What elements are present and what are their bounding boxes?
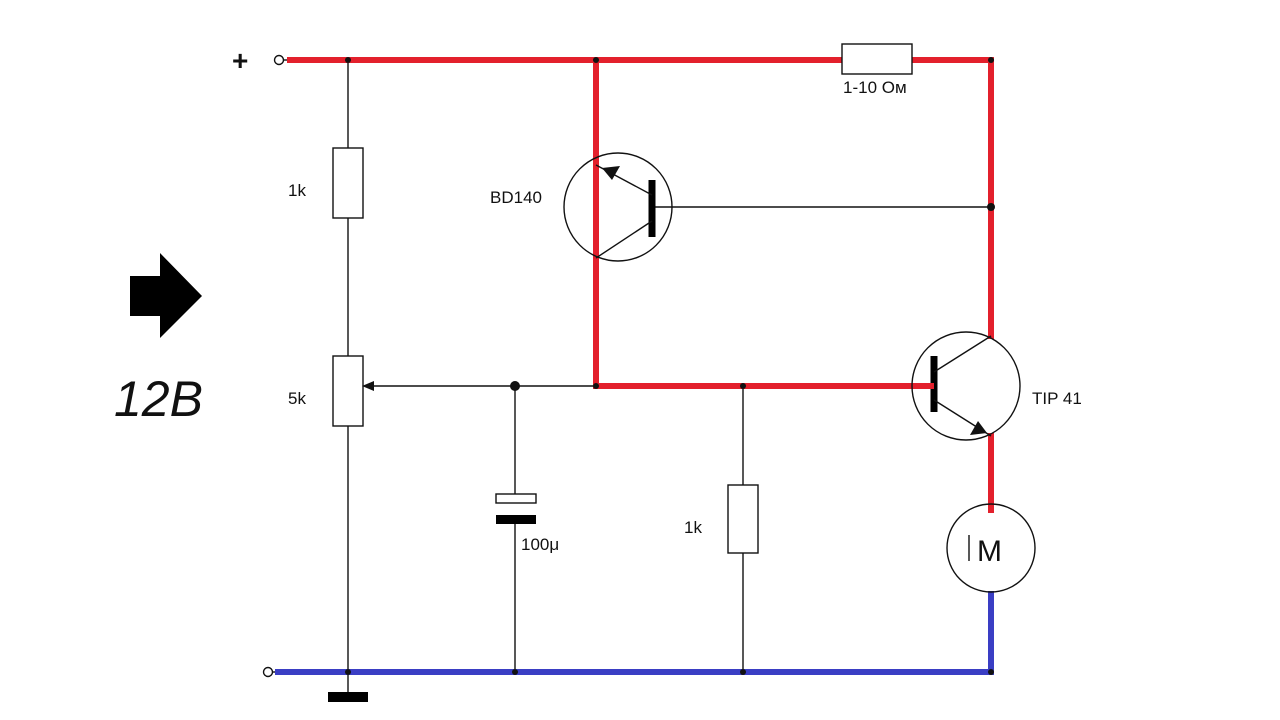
potentiometer-5k-label: 5k	[288, 389, 306, 408]
right-arrow-icon	[130, 253, 202, 338]
signal-wires	[271, 59, 991, 693]
voltage-label: 12B	[114, 371, 203, 427]
resistor-shunt-label: 1-10 Ом	[843, 78, 907, 97]
negative-terminal	[262, 666, 274, 678]
resistor-1k-top: 1k	[288, 147, 364, 219]
positive-rail	[287, 57, 994, 513]
resistor-1k-top-label: 1k	[288, 181, 306, 200]
transistor-tip41: TIP 41	[911, 331, 1082, 441]
capacitor-100u: 100μ	[495, 493, 559, 554]
potentiometer-5k: 5k	[288, 355, 374, 427]
capacitor-100u-label: 100μ	[521, 535, 559, 554]
positive-terminal	[273, 54, 285, 66]
resistor-1k-base: 1k	[684, 484, 759, 554]
transistor-tip41-label: TIP 41	[1032, 389, 1082, 408]
resistor-shunt: 1-10 Ом	[841, 43, 913, 97]
transistor-bd140: BD140	[490, 152, 673, 262]
junction-dots	[345, 57, 995, 675]
transistor-bd140-label: BD140	[490, 188, 542, 207]
ground-icon	[328, 692, 368, 702]
motor: M	[946, 503, 1036, 593]
positive-sign: +	[232, 45, 248, 76]
motor-icon: M	[977, 535, 1002, 568]
ground-rail	[275, 591, 994, 675]
resistor-1k-base-label: 1k	[684, 518, 702, 537]
